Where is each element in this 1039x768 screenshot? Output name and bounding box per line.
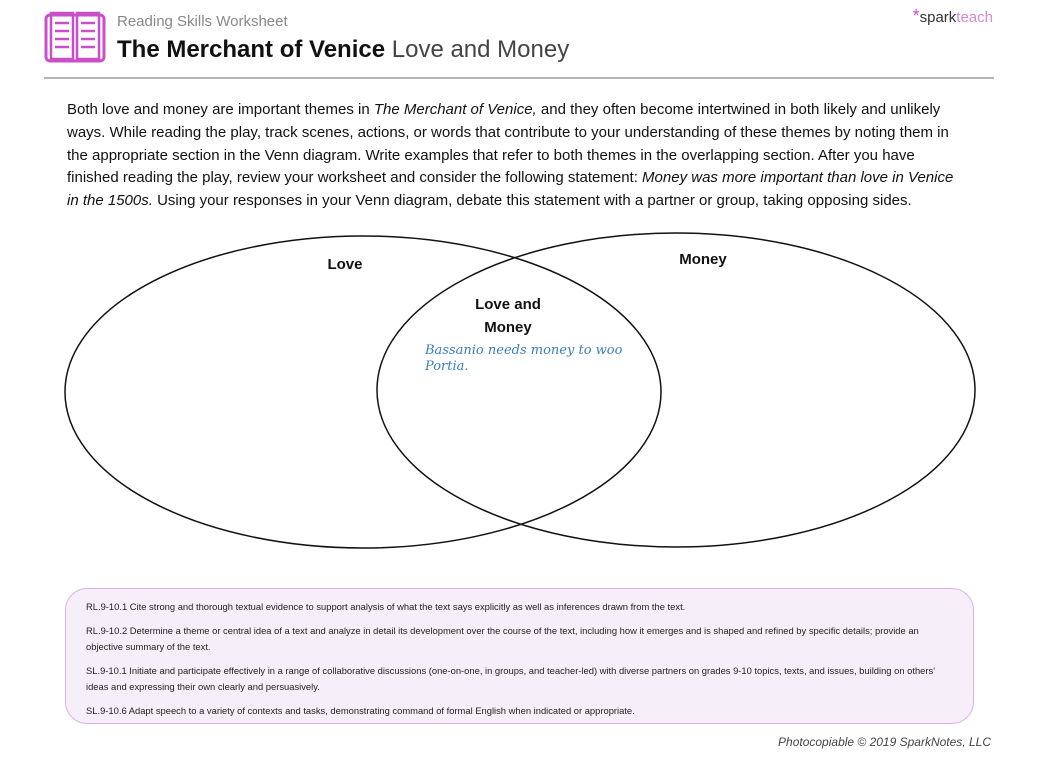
money-circle[interactable]	[376, 232, 976, 548]
play-title: The Merchant of Venice,	[373, 101, 537, 118]
worksheet-kicker: Reading Skills Worksheet	[117, 13, 288, 30]
debate-statement: Money was more important than love in Ve…	[67, 169, 954, 210]
title-bold: The Merchant of Venice	[117, 36, 386, 63]
overlap-label-line: Love and	[475, 296, 541, 313]
sparkteach-logo: *sparkteach	[913, 6, 993, 27]
standard-item: SL.9-10.1 Initiate and participate effec…	[86, 665, 935, 692]
standard-item: RL.9-10.1 Cite strong and thorough textu…	[86, 601, 686, 612]
logo-asterisk: *	[912, 6, 920, 26]
intro-text: and they often become intertwined in bot…	[67, 101, 949, 187]
standard-item: RL.9-10.2 Determine a theme or central i…	[86, 625, 919, 652]
love-label: Love	[327, 256, 363, 273]
logo-teach: teach	[956, 9, 993, 26]
header-divider	[44, 77, 994, 79]
intro-text: Using your responses in your Venn diagra…	[152, 192, 912, 210]
standards-box: RL.9-10.1 Cite strong and thorough textu…	[65, 588, 974, 724]
book-icon	[44, 11, 106, 63]
logo-spark: spark	[919, 9, 957, 26]
venn-diagram	[64, 232, 976, 549]
overlap-label-line: Money	[484, 319, 532, 336]
instructions: Both love and money are important themes…	[67, 99, 967, 213]
money-label: Money	[679, 251, 727, 268]
intro-text: Both love and money are important themes…	[67, 101, 374, 118]
overlap-answer[interactable]: Bassanio needs money to woo Portia.	[425, 343, 623, 374]
love-circle[interactable]	[64, 235, 662, 549]
page-title: The Merchant of Venice Love and Money	[117, 36, 569, 64]
title-subtitle: Love and Money	[391, 36, 570, 63]
standard-item: SL.9-10.6 Adapt speech to a variety of c…	[86, 705, 635, 716]
copyright-footer: Photocopiable © 2019 SparkNotes, LLC	[778, 735, 991, 749]
